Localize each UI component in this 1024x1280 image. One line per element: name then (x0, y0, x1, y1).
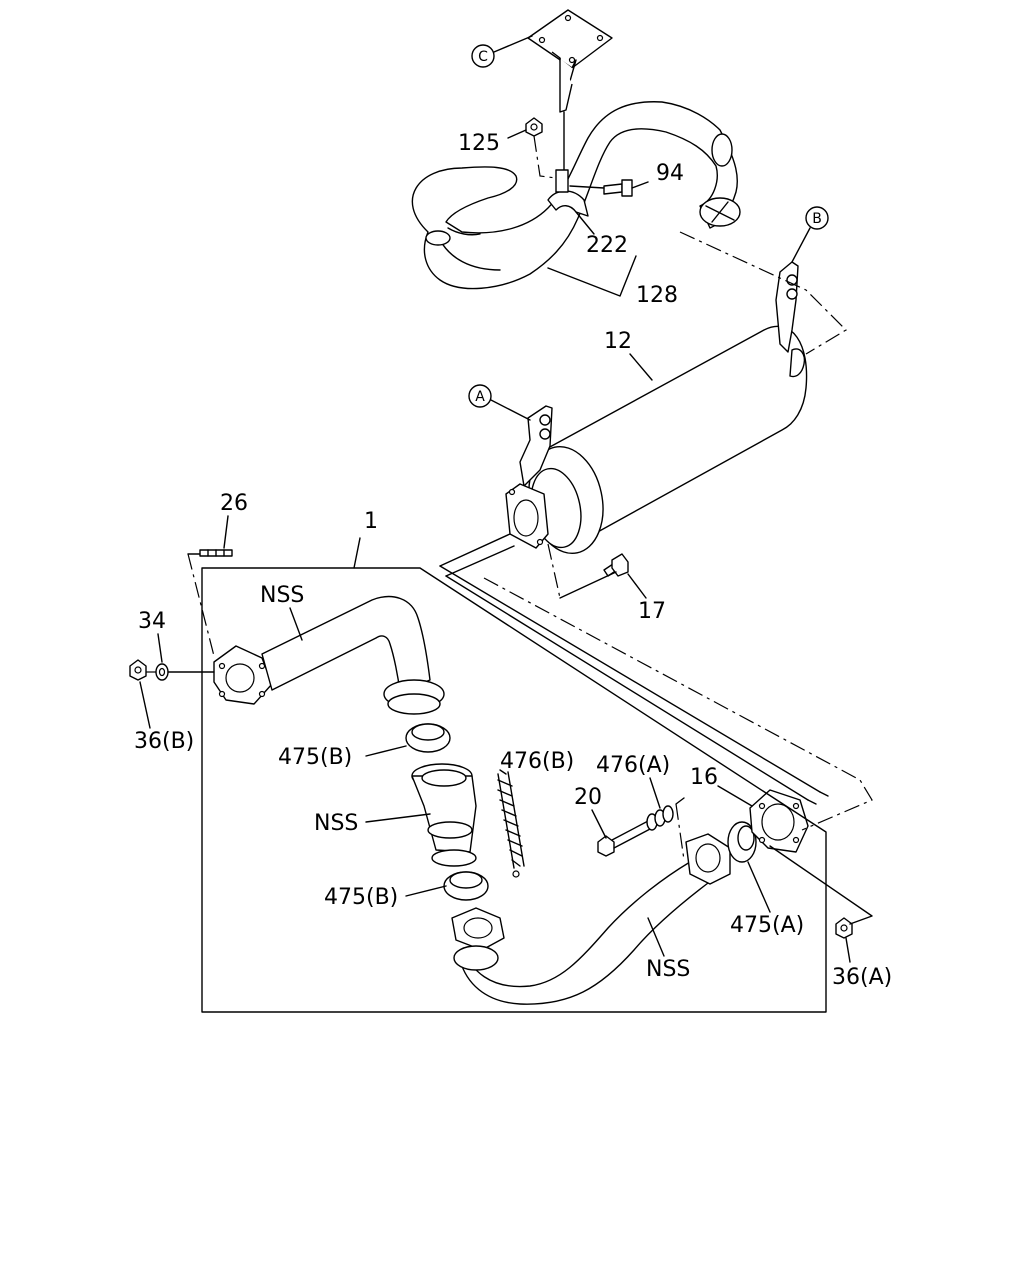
label-12: 12 (604, 329, 653, 381)
bolt-20 (597, 819, 653, 857)
stud-26 (199, 549, 233, 557)
label-36b-text: 36(B) (134, 729, 194, 754)
label-222-text: 222 (586, 233, 628, 258)
front-pipe-upper (213, 595, 445, 715)
gasket-475a (727, 821, 757, 863)
label-475b-bottom: 475(B) (324, 885, 447, 910)
label-36b: 36(B) (134, 681, 194, 754)
label-476a-text: 476(A) (596, 753, 670, 778)
clamp-222 (547, 169, 589, 217)
label-26-text: 26 (220, 491, 248, 516)
label-20: 20 (574, 785, 607, 839)
callout-c-letter: C (478, 49, 488, 65)
flex-joint (411, 763, 477, 867)
nut-125 (525, 117, 557, 179)
label-128: 128 (547, 255, 678, 308)
label-94: 94 (656, 161, 684, 186)
label-128-text: 128 (636, 283, 678, 308)
label-475b-top-text: 475(B) (278, 745, 352, 770)
bolt-94 (569, 179, 649, 197)
label-34: 34 (138, 609, 166, 663)
hanger-bracket-b (775, 261, 799, 353)
washer-34 (155, 663, 169, 681)
label-125-text: 125 (458, 131, 500, 156)
label-1: 1 (364, 509, 378, 534)
label-nss-bottom: NSS (646, 917, 690, 982)
label-20-text: 20 (574, 785, 602, 810)
label-36a-text: 36(A) (832, 965, 892, 990)
hanger-bracket-c (527, 9, 613, 176)
spring-476b (497, 769, 525, 878)
label-nss-bottom-text: NSS (646, 957, 690, 982)
callout-a-letter: A (475, 389, 485, 405)
label-475b-bottom-text: 475(B) (324, 885, 398, 910)
hanger-bracket-a (519, 405, 553, 487)
assembly-frame (201, 537, 827, 1013)
nut-36b (129, 659, 147, 681)
label-1-text: 1 (364, 509, 378, 534)
label-12-text: 12 (604, 329, 632, 354)
callout-b: B (791, 206, 829, 263)
label-94-text: 94 (656, 161, 684, 186)
muffler-inlet-flange (505, 483, 549, 549)
spring-476a (646, 805, 674, 831)
label-475a: 475(A) (730, 861, 804, 938)
bolt-17 (603, 553, 629, 577)
flange-16 (749, 789, 809, 853)
nut-36a (835, 917, 853, 939)
callout-c: C (471, 35, 533, 68)
label-476b-text: 476(B) (500, 749, 574, 774)
label-nss-mid: NSS (314, 811, 431, 836)
label-222: 222 (575, 211, 628, 258)
gasket-475b-top (405, 723, 451, 753)
label-125: 125 (458, 129, 527, 156)
callout-a: A (468, 384, 531, 421)
label-17-text: 17 (638, 599, 666, 624)
label-16: 16 (690, 765, 753, 807)
label-16-text: 16 (690, 765, 718, 790)
label-36a: 36(A) (832, 937, 892, 990)
label-17: 17 (627, 573, 666, 624)
label-476b: 476(B) (500, 749, 574, 774)
callout-b-letter: B (812, 211, 822, 227)
label-475a-text: 475(A) (730, 913, 804, 938)
gasket-475b-bottom (443, 871, 489, 901)
connection-lines (146, 231, 873, 925)
muffler-12 (528, 325, 808, 555)
front-pipe-lower (451, 833, 731, 1005)
label-475b-top: 475(B) (278, 745, 407, 770)
label-nss-mid-text: NSS (314, 811, 358, 836)
label-476a: 476(A) (596, 753, 670, 809)
label-26: 26 (220, 491, 248, 549)
label-34-text: 34 (138, 609, 166, 634)
label-nss-top: NSS (260, 583, 304, 641)
label-nss-top-text: NSS (260, 583, 304, 608)
